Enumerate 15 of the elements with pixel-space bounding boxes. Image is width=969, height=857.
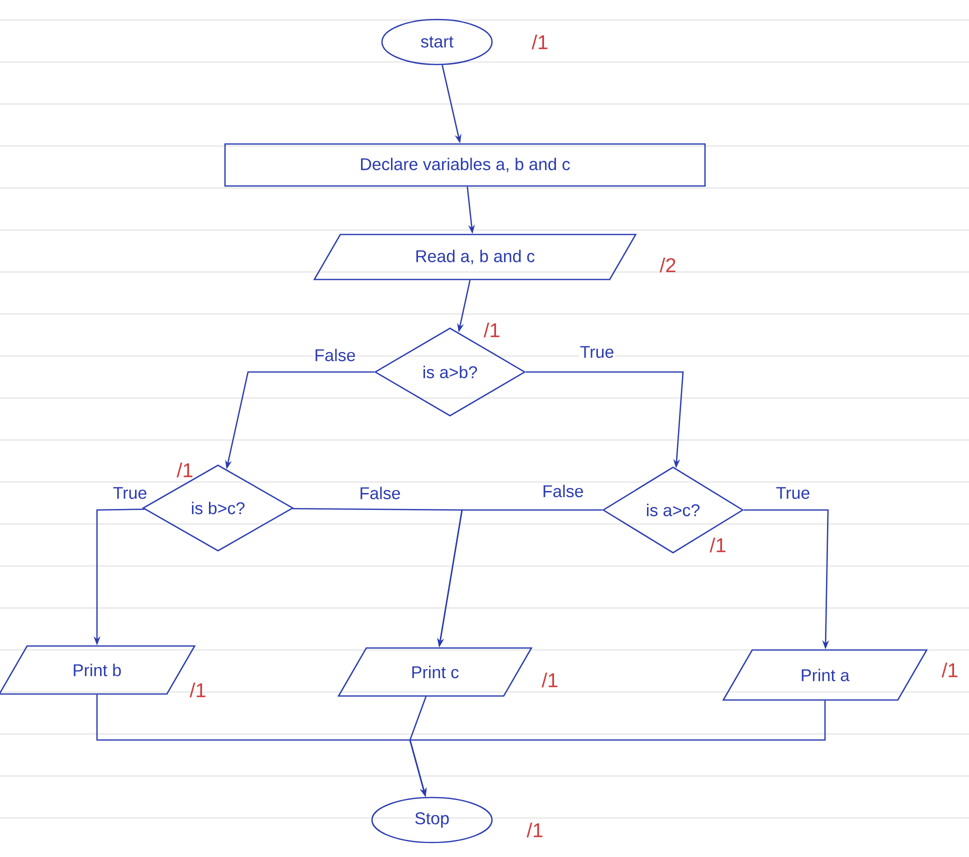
grade-mark: /1 <box>526 822 542 838</box>
grade-mark: /1 <box>710 538 726 552</box>
grade-mark: /1 <box>176 462 192 478</box>
grade-mark: /1 <box>542 672 558 688</box>
grade-mark: /2 <box>660 258 676 272</box>
start-oval: start <box>381 18 493 66</box>
edge-label: True <box>774 486 812 500</box>
grade-mark: /1 <box>942 662 958 678</box>
edge-label: True <box>578 345 616 359</box>
edge-label: False <box>541 484 585 498</box>
stop-oval: Stop <box>371 796 493 844</box>
edge-label: False <box>358 486 402 500</box>
process-box: Declare variables a, b and c <box>224 143 706 187</box>
edge-label: False <box>313 348 357 362</box>
grade-mark: /1 <box>532 34 548 50</box>
